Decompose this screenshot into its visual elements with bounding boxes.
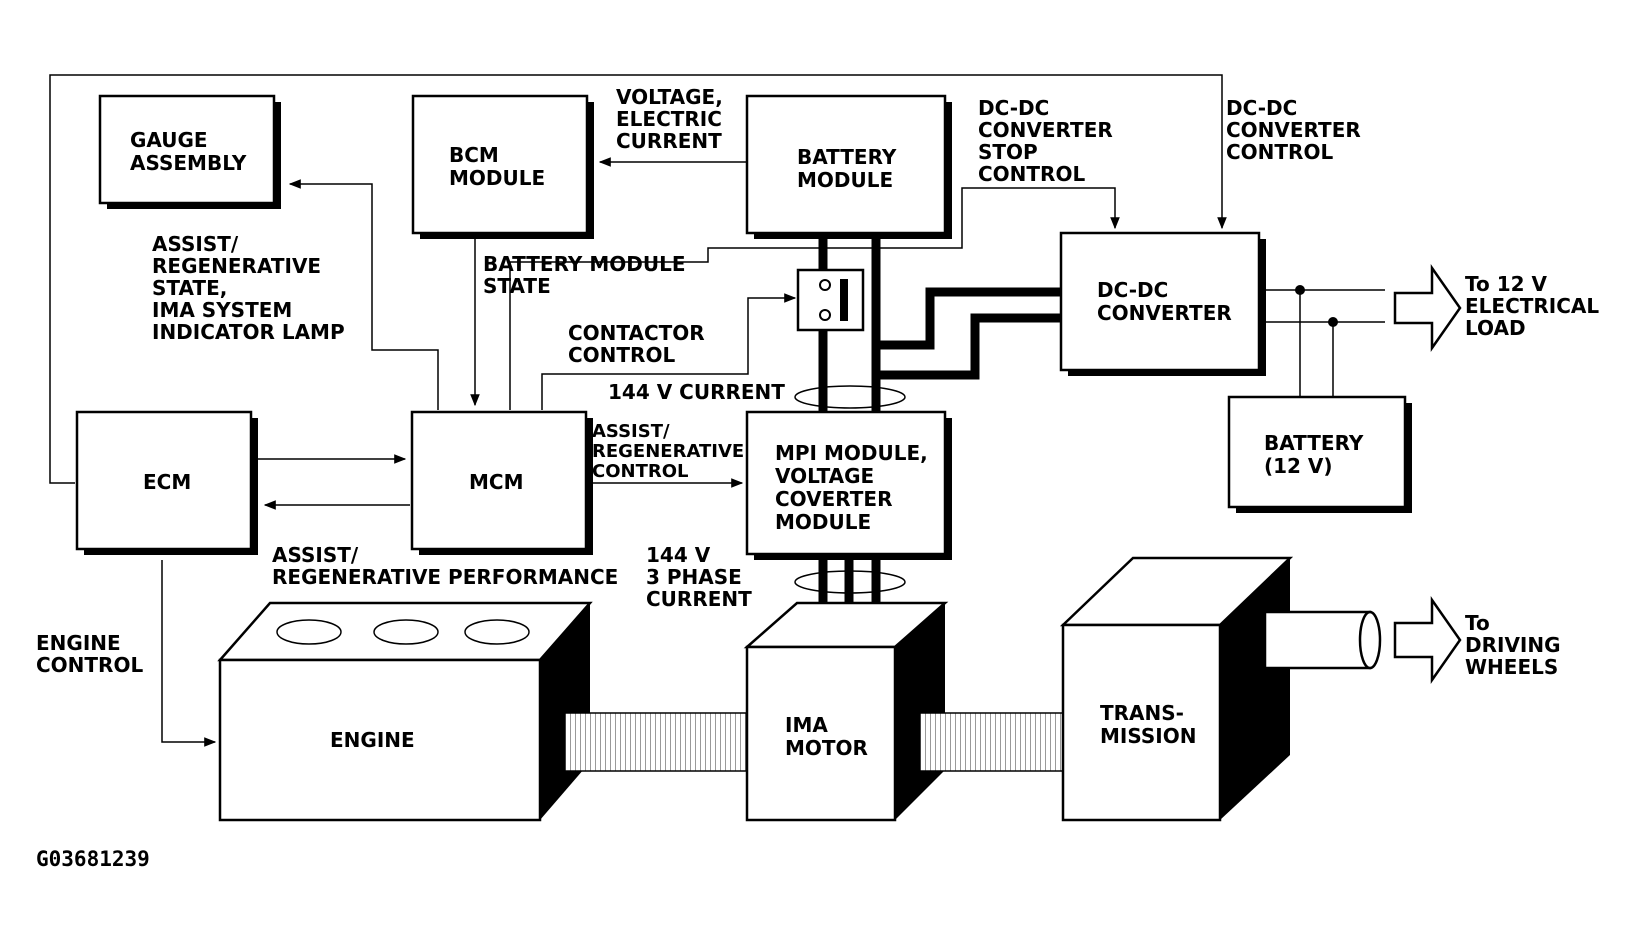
shaft-engine-ima: [564, 712, 751, 772]
contactor-terminal: [819, 279, 831, 291]
transmission-block: [1061, 623, 1222, 822]
shaft-ima-trans: [919, 712, 1071, 772]
mpi-module-box: [745, 410, 947, 556]
to-load-arrow: [1393, 264, 1462, 352]
engine-control-line: [161, 560, 217, 747]
bcm-module-box: [411, 94, 589, 235]
current-144v-label: 144 V CURRENT: [608, 380, 785, 404]
figure-id: G03681239: [36, 847, 150, 871]
contactor-control-line: [541, 293, 797, 410]
hv-to-dcdc-2: [880, 313, 1065, 380]
dcdc-control-line: [49, 74, 1227, 484]
gauge-signal-line: [288, 179, 439, 410]
contactor: [796, 268, 865, 332]
transmission-label: TRANS-MISSION: [1100, 701, 1196, 748]
cylinder-2: [373, 619, 439, 645]
cylinder-1: [276, 619, 342, 645]
ecm-label: ECM: [143, 470, 191, 494]
assist-performance-label: ASSIST/REGENERATIVE PERFORMANCE: [272, 543, 618, 589]
engine-top: [217, 601, 593, 662]
battery-module-box: [745, 94, 947, 235]
hv-to-dcdc-1: [880, 287, 1065, 350]
mcm-label: MCM: [469, 470, 523, 494]
dcdc-stop-line: [509, 187, 1120, 410]
contactor-switch: [840, 279, 848, 321]
battery-12v-label: BATTERY(12 V): [1264, 431, 1364, 478]
engine-block: [218, 658, 542, 822]
current-clamp-3phase: [794, 570, 906, 594]
output-shaft: [1263, 610, 1372, 670]
to-wheels-arrow: [1393, 596, 1462, 684]
ima-motor-block: [745, 645, 897, 822]
gauge-assembly-box: [98, 94, 276, 205]
dcdc-converter-box: [1059, 231, 1261, 372]
ecm-box: [75, 410, 253, 551]
cylinder-3: [464, 619, 530, 645]
battery-12v-box: [1227, 395, 1407, 509]
junction-dot: [1328, 317, 1338, 327]
contactor-terminal: [819, 309, 831, 321]
junction-dot: [1295, 285, 1305, 295]
current-clamp-144v: [794, 385, 906, 409]
engine-label: ENGINE: [330, 728, 415, 752]
mcm-box: [410, 410, 588, 551]
output-shaft-end: [1358, 610, 1382, 670]
